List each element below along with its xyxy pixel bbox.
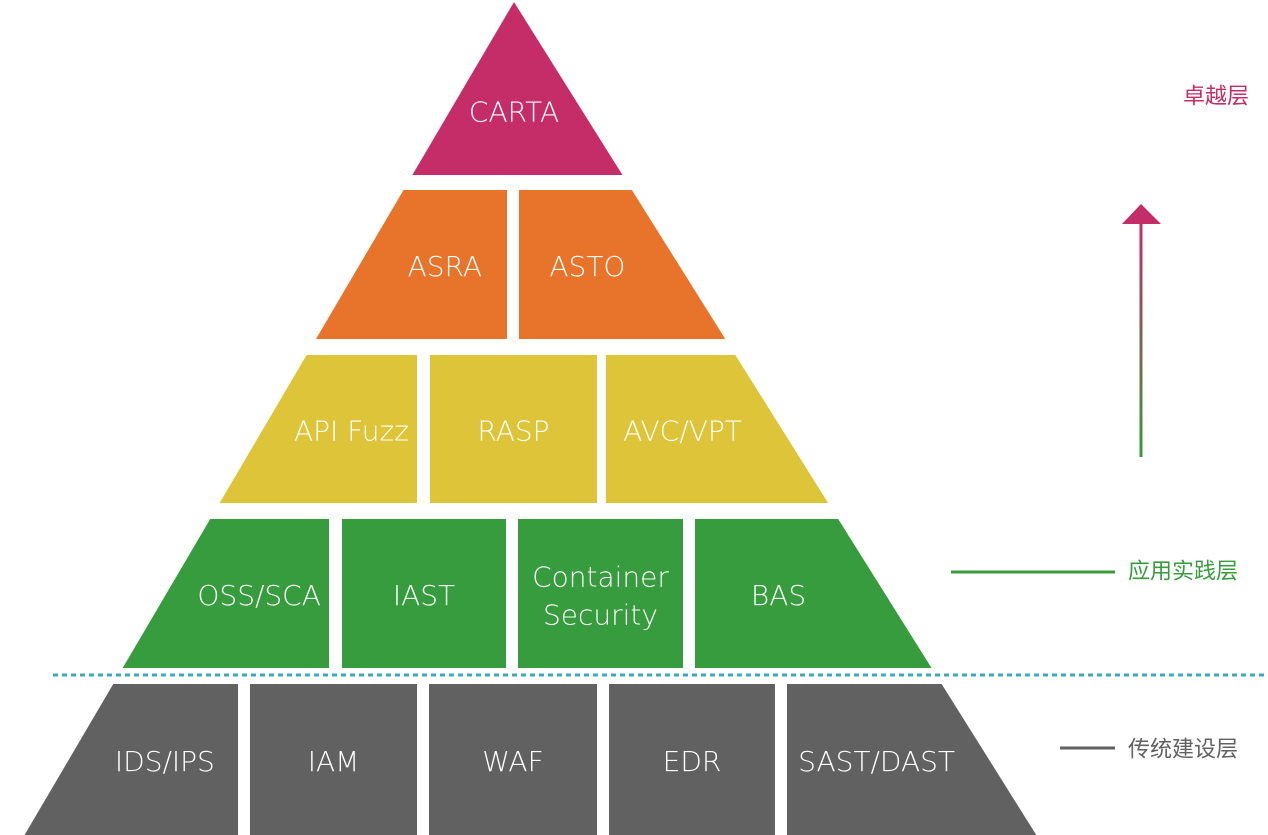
arrow-up-icon — [1122, 204, 1161, 224]
pyramid-cell-label: IAST — [393, 579, 455, 612]
carta-tier: CARTA — [412, 2, 623, 175]
pyramid-cell — [412, 2, 623, 175]
pyramid-cell-label: SAST/DAST — [798, 745, 955, 778]
pyramid-cell — [250, 684, 417, 835]
traditional-tier: IDS/IPS IAM WAF EDR SAST/DAST — [24, 684, 1037, 835]
progression-arrow — [1122, 204, 1161, 457]
pyramid-cell — [519, 190, 726, 339]
pyramid-cell — [695, 519, 932, 668]
pyramid-cell — [429, 684, 597, 835]
pyramid-cell-label: EDR — [663, 745, 722, 778]
arrow-shaft — [1139, 222, 1143, 457]
pyramid-cell-label: IAM — [308, 745, 360, 778]
pyramid-cell-label: CARTA — [469, 96, 559, 129]
pyramid-cell-label: BAS — [751, 579, 806, 612]
pyramid-cell-label: ASTO — [549, 250, 625, 283]
pyramid-cell — [430, 355, 597, 503]
pyramid: CARTA ASRA ASTO API Fuzz RASP AVC/VPT OSS/SCA I… — [24, 2, 1037, 835]
pyramid-cell-label: ASRA — [408, 250, 482, 283]
pyramid-cell — [787, 684, 1037, 835]
pyramid-cell-label: OSS/SCA — [197, 579, 321, 612]
pyramid-cell-label: API Fuzz — [294, 415, 409, 448]
asra-asto-tier: ASRA ASTO — [315, 190, 726, 339]
pyramid-cell — [315, 190, 507, 339]
pyramid-cell — [518, 519, 683, 668]
pyramid-cell-label: RASP — [477, 415, 549, 448]
pyramid-cell — [342, 519, 506, 668]
pyramid-cell — [24, 684, 238, 835]
pyramid-cell-label: WAF — [482, 745, 543, 778]
pyramid-cell-label: IDS/IPS — [115, 745, 215, 778]
pyramid-cell — [219, 355, 417, 503]
legend-label-excellence: 卓越层 — [1183, 85, 1249, 110]
pyramid-cell — [606, 355, 829, 503]
pyramid-cell — [609, 684, 775, 835]
pyramid-cell-label: AVC/VPT — [623, 415, 742, 448]
legend-label-application: 应用实践层 — [1128, 560, 1238, 585]
api-rasp-avc-tier: API Fuzz RASP AVC/VPT — [219, 355, 829, 503]
legend-label-traditional: 传统建设层 — [1128, 738, 1238, 763]
pyramid-cell — [122, 519, 329, 668]
